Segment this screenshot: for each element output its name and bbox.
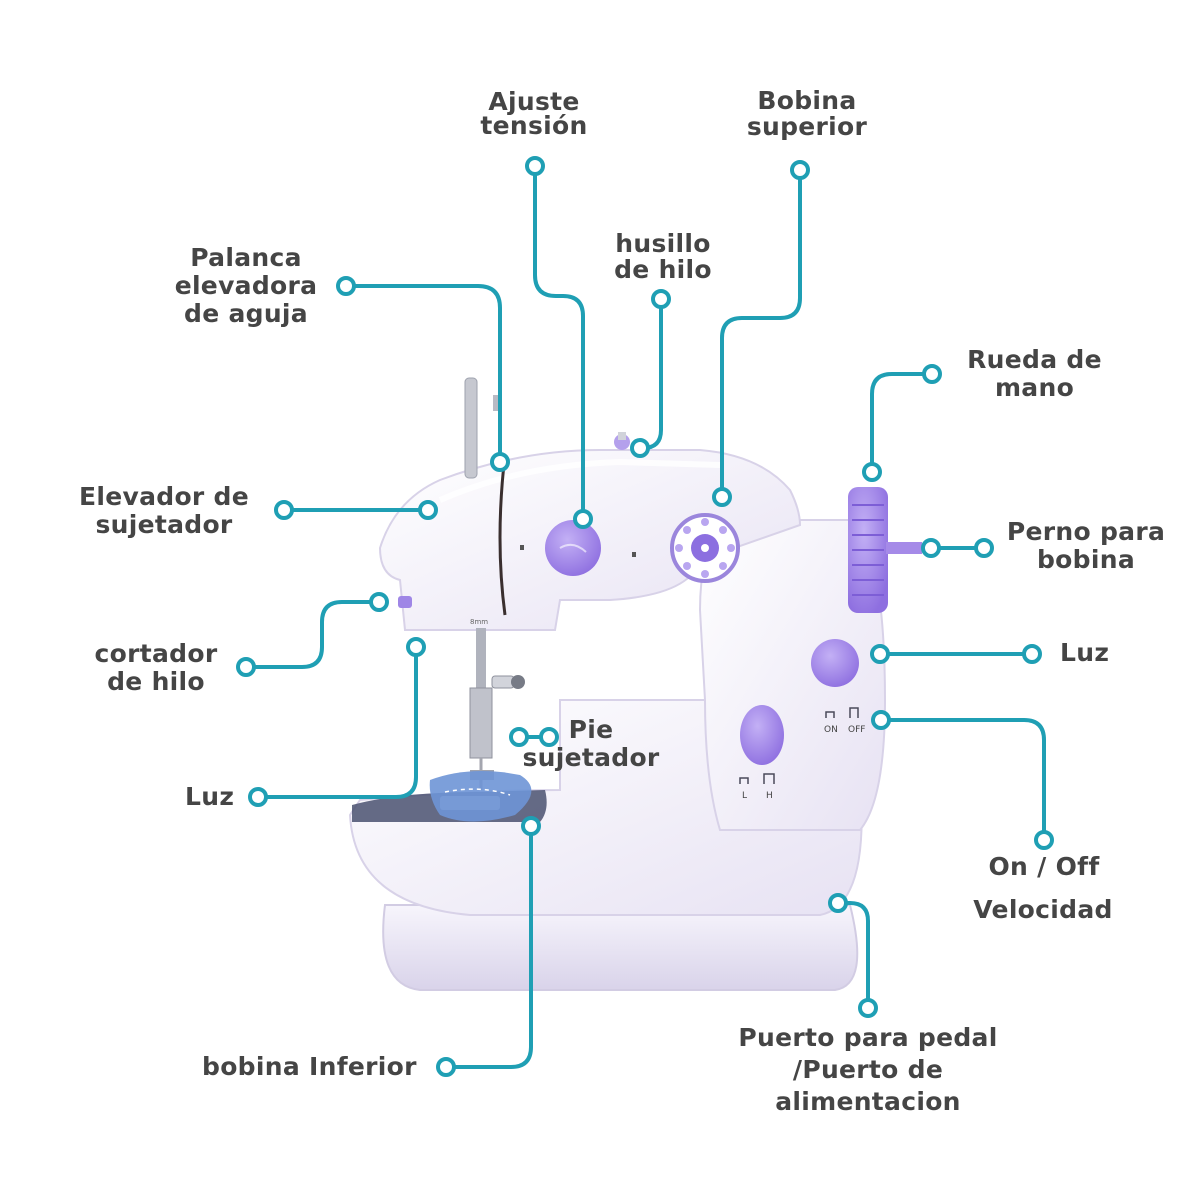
spool-pin [464, 377, 478, 479]
speed-low-text: L [742, 791, 747, 801]
label-bobina-superior: Bobina superior [746, 86, 868, 141]
needle-marking: 8mm [470, 618, 488, 626]
label-velocidad: Velocidad [973, 895, 1113, 924]
label-cortador-hilo: cortador de hilo [94, 639, 218, 696]
label-elevador-sujetador: Elevador de sujetador [78, 482, 250, 539]
leader-cortador [244, 600, 381, 669]
leader-puerto [836, 901, 870, 1010]
machine-base [382, 904, 859, 991]
label-puerto-pedal: Puerto para pedal /Puerto de alimentacio… [738, 1023, 998, 1116]
leader-bobina-superior [720, 168, 802, 499]
leader-husillo [638, 297, 663, 450]
leader-ajuste-tension [533, 164, 585, 521]
label-luz-left: Luz [185, 782, 235, 811]
label-rueda-mano: Rueda de mano [967, 345, 1102, 402]
leader-dots [236, 156, 1054, 1077]
label-ajuste-tension: Ajuste tensión [480, 87, 588, 140]
speed-high-text: H [766, 791, 773, 801]
leader-lines [244, 164, 1046, 1069]
label-on-off: On / Off [988, 852, 1100, 881]
leader-onoff [879, 718, 1046, 842]
label-palanca-elevadora: Palanca elevadora de aguja [174, 243, 318, 328]
switch-off-text: OFF [848, 725, 865, 735]
light-button [811, 639, 859, 687]
label-husillo-hilo: husillo de hilo [614, 229, 712, 284]
switch-on-text: ON [824, 725, 838, 735]
label-bobina-inferior: bobina Inferior [202, 1052, 417, 1081]
tension-knob [545, 520, 601, 576]
speed-button [740, 705, 784, 765]
fabric [429, 771, 532, 822]
label-luz-right: Luz [1060, 638, 1110, 667]
label-perno-bobina: Perno para bobina [1006, 517, 1166, 574]
label-pie-sujetador: Pie sujetador [522, 715, 660, 772]
leader-bobina-inferior [444, 824, 533, 1069]
leader-palanca [344, 284, 502, 464]
leader-luz-left [256, 645, 418, 799]
leader-rueda [870, 372, 934, 474]
